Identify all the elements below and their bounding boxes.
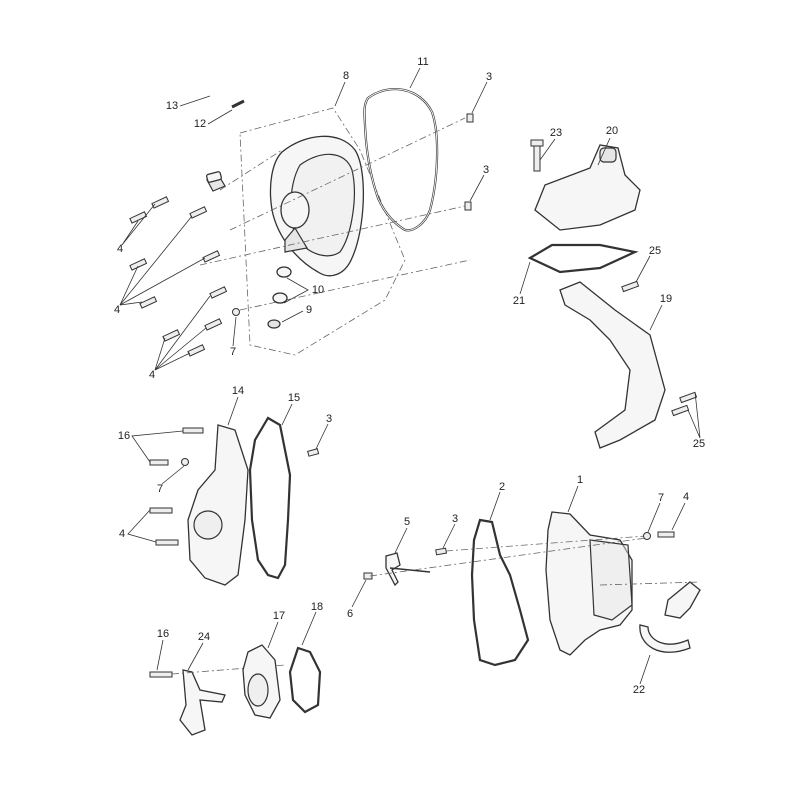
gasket-15 <box>248 416 292 580</box>
callout-7a: 7 <box>229 346 237 358</box>
callout-16a: 16 <box>117 430 131 442</box>
callout-9: 9 <box>305 304 313 316</box>
callout-17: 17 <box>272 610 286 622</box>
callout-24: 24 <box>197 631 211 643</box>
gasket-18 <box>288 646 322 714</box>
bolt-25c <box>671 404 690 417</box>
seal-9 <box>267 319 281 329</box>
callout-3a: 3 <box>485 71 493 83</box>
guard-22 <box>639 581 701 653</box>
dowel-3a <box>466 113 474 123</box>
callout-4c: 4 <box>148 369 156 381</box>
bolts-4-upper <box>129 196 221 309</box>
o-ring-12 <box>231 99 245 109</box>
callout-23: 23 <box>549 127 563 139</box>
callout-21: 21 <box>512 295 526 307</box>
callout-7b: 7 <box>156 483 164 495</box>
callout-2: 2 <box>498 481 506 493</box>
callout-5: 5 <box>403 516 411 528</box>
cover-1 <box>545 511 633 656</box>
bolt-25a <box>621 280 640 293</box>
callout-1: 1 <box>576 474 584 486</box>
bolts-4-mid <box>149 507 179 546</box>
callout-3b: 3 <box>482 164 490 176</box>
bushes-10 <box>272 266 292 304</box>
callout-15: 15 <box>287 392 301 404</box>
callout-14: 14 <box>231 385 245 397</box>
callout-11: 11 <box>417 56 429 68</box>
callout-4b: 4 <box>113 304 121 316</box>
callout-25a: 25 <box>648 245 662 257</box>
bolt-4e <box>657 531 675 538</box>
callout-4a: 4 <box>116 243 124 255</box>
alternator-cover-8 <box>269 135 365 277</box>
gasket-21 <box>527 243 639 274</box>
bracket-24 <box>179 669 226 736</box>
cover-14 <box>187 424 249 586</box>
callout-20: 20 <box>605 125 619 137</box>
callout-3c: 3 <box>325 413 333 425</box>
washer-7b <box>181 458 189 466</box>
callout-10: 10 <box>311 284 325 296</box>
callout-19: 19 <box>659 293 673 305</box>
callout-4d: 4 <box>118 528 126 540</box>
callout-7c: 7 <box>657 492 665 504</box>
cover-17 <box>242 644 281 719</box>
bolts-4-lower <box>162 286 228 357</box>
callout-12: 12 <box>193 118 207 130</box>
callout-6: 6 <box>346 608 354 620</box>
gasket-2 <box>470 518 530 667</box>
washer-7c <box>643 532 651 540</box>
oil-filler-cap-13 <box>206 171 226 192</box>
bracket-19 <box>559 281 666 449</box>
dowel-3d <box>435 547 448 556</box>
callout-25b: 25 <box>692 438 706 450</box>
washer-7 <box>232 308 240 316</box>
cover-20 <box>534 144 641 231</box>
bolt-23 <box>530 139 544 172</box>
callout-13: 13 <box>165 100 179 112</box>
callout-22: 22 <box>632 684 646 696</box>
dowel-3b <box>464 201 472 211</box>
callout-16b: 16 <box>156 628 170 640</box>
dowel-3c <box>307 448 320 457</box>
bolt-25b <box>679 391 698 404</box>
cover-group-outline <box>239 107 406 356</box>
bolt-16b <box>149 671 173 678</box>
clip-5 <box>385 552 431 587</box>
gasket-11 <box>363 88 439 232</box>
callout-8: 8 <box>342 70 350 82</box>
callout-3d: 3 <box>451 513 459 525</box>
bolts-16 <box>149 427 204 466</box>
callout-18: 18 <box>310 601 324 613</box>
callout-4e: 4 <box>682 491 690 503</box>
